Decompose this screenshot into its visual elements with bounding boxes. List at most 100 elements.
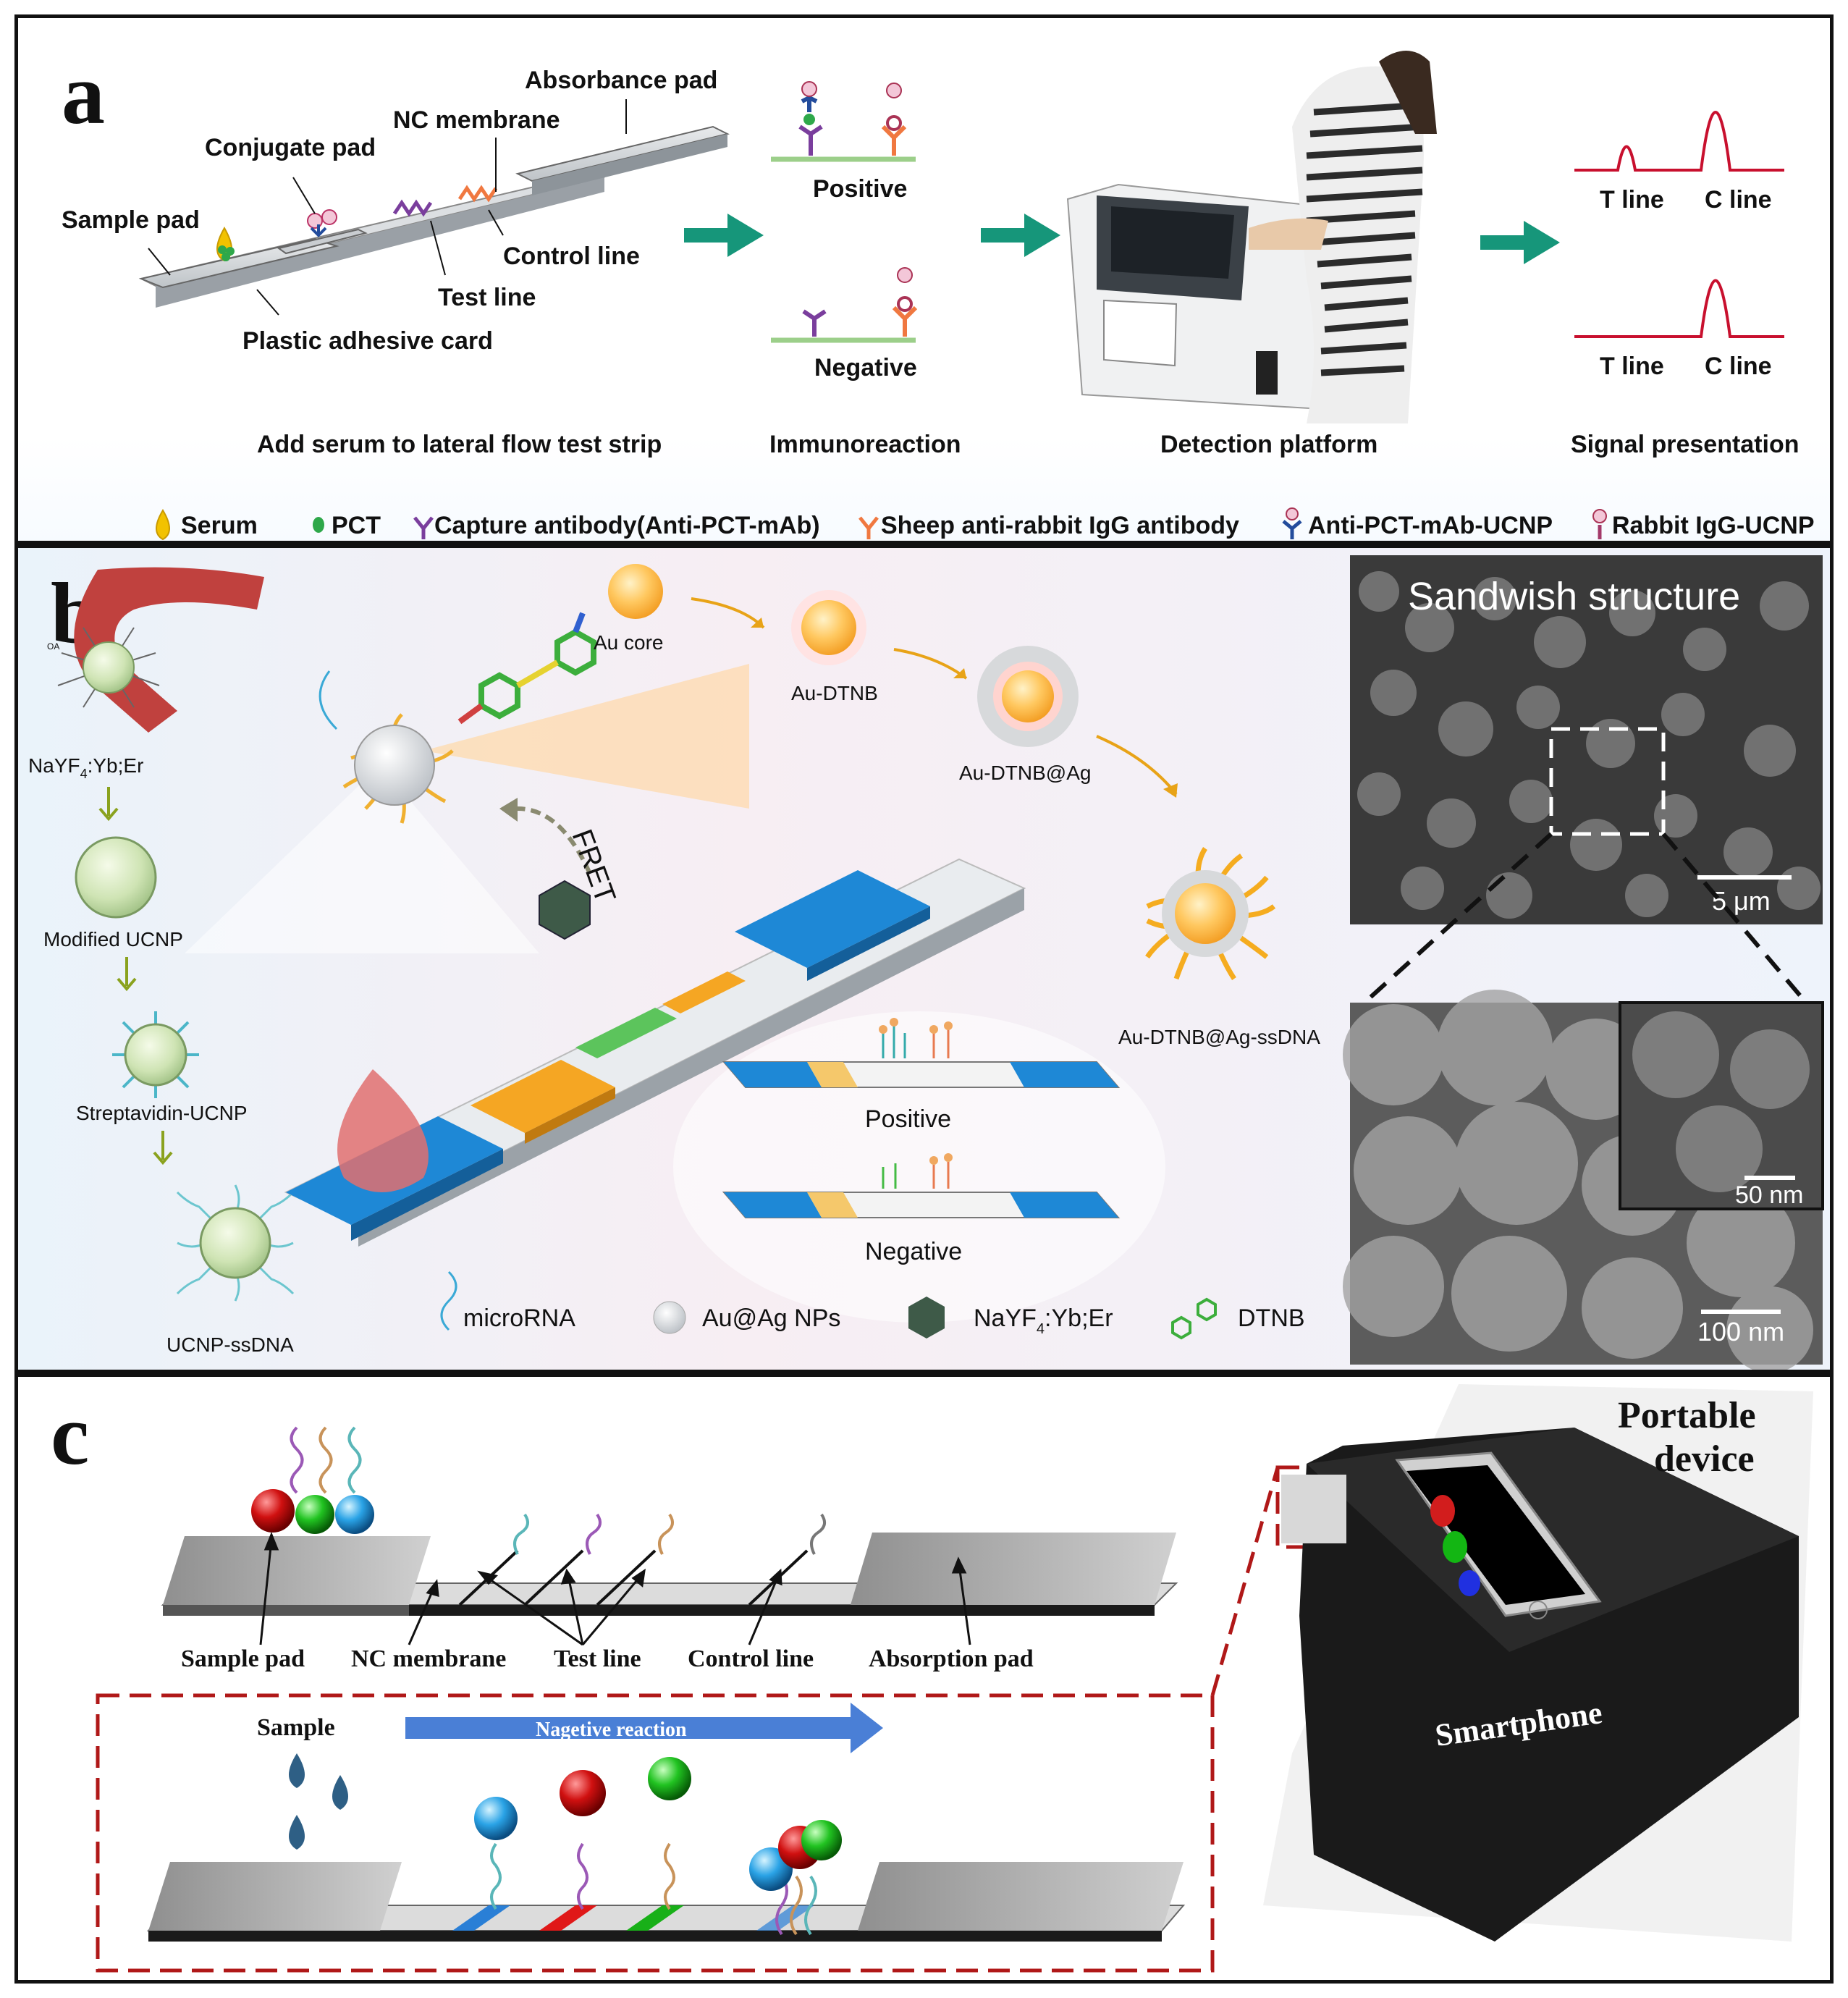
- positive-strip-inset: [722, 1018, 1121, 1088]
- positive-reaction-icon: [771, 81, 916, 162]
- legend-dtnb: DTNB: [1238, 1304, 1305, 1332]
- c-line-label-2: C line: [1705, 353, 1772, 380]
- signal-negative-plot: [1574, 279, 1784, 338]
- oa-label: OA: [47, 641, 59, 652]
- signal-positive-plot: [1574, 111, 1784, 172]
- sem-image-bottom: [1343, 990, 1824, 1370]
- capture-antibody-icon: [413, 516, 434, 539]
- strip-bottom: [146, 1862, 1186, 1942]
- c-label-absorption-pad: Absorption pad: [869, 1645, 1034, 1672]
- t-line-label-2: T line: [1600, 353, 1664, 380]
- panel-c-diagram: Sample pad NC membrane Test line Control…: [96, 1384, 1813, 1973]
- legend-anti-pct: Anti-PCT-mAb-UCNP: [1308, 512, 1553, 539]
- c-label-nc-membrane: NC membrane: [351, 1645, 506, 1672]
- modified-ucnp-label: Modified UCNP: [43, 928, 183, 950]
- microrna-icon: [440, 1270, 457, 1331]
- sample-label: Sample: [257, 1714, 335, 1741]
- sample-drops-icon: [289, 1753, 348, 1850]
- nayf4-particle-icon: [83, 641, 135, 694]
- ucnp-ssdna-icon: [199, 1207, 271, 1279]
- raman-cone: [423, 664, 749, 809]
- dtnb-legend-icon: [1171, 1297, 1217, 1340]
- step2-caption: Immunoreaction: [769, 431, 961, 458]
- panel-b-legend: microRNA Au@Ag NPs NaYF4:Yb;Er DTNB: [440, 1270, 1305, 1340]
- au-dtnb-ag-label: Au-DTNB@Ag: [959, 762, 1091, 784]
- c-label-sample-pad: Sample pad: [181, 1645, 305, 1672]
- au-dtnb-ag-ssdna-label: Au-DTNB@Ag-ssDNA: [1118, 1026, 1320, 1048]
- zoom-lines: [1362, 832, 1808, 1005]
- sem-title: Sandwish structure: [1408, 575, 1740, 618]
- label-conjugate-pad: Conjugate pad: [205, 134, 376, 161]
- reaction-arrow: [405, 1703, 883, 1753]
- lateral-flow-strip-3d: [284, 858, 1026, 1247]
- step4-caption: Signal presentation: [1571, 431, 1800, 458]
- step1-caption: Add serum to lateral flow test strip: [257, 431, 662, 458]
- auag-np-icon: [653, 1301, 686, 1334]
- negative-inset-label: Negative: [865, 1238, 962, 1265]
- blood-vessel-icon: [74, 567, 264, 733]
- zoom-box: [96, 1693, 1215, 1973]
- nayf4-hexagon-icon: [539, 880, 591, 940]
- positive-label: Positive: [813, 175, 907, 203]
- serum-legend-icon: [156, 509, 170, 541]
- legend-sheep: Sheep anti-rabbit IgG antibody: [881, 512, 1239, 539]
- legend-pct: PCT: [332, 512, 381, 539]
- c-label-control-line: Control line: [688, 1645, 814, 1672]
- sem-image-top: [1350, 555, 1823, 924]
- au-core-icon: [608, 564, 663, 619]
- nayf4-legend-icon: [908, 1297, 945, 1339]
- panel-letter-c: c: [51, 1386, 90, 1483]
- nayf4-label-main: NaYF4:Yb;Er: [28, 754, 143, 781]
- control-line-antibodies-icon: [457, 185, 498, 203]
- ucnp-probes-bottom: [474, 1757, 842, 1936]
- legend-microrna: microRNA: [463, 1304, 575, 1332]
- streptavidin-ucnp-label: Streptavidin-UCNP: [76, 1102, 248, 1124]
- ucnp-ssdna-label: UCNP-ssDNA: [166, 1333, 294, 1356]
- legend-auag: Au@Ag NPs: [702, 1304, 840, 1332]
- panel-a-legend: Serum PCT Capture antibody(Anti-PCT-mAb)…: [156, 507, 1815, 541]
- portable-label-2: device: [1654, 1438, 1755, 1480]
- scale-5um: 5 μm: [1712, 886, 1771, 916]
- negative-label: Negative: [814, 354, 917, 382]
- label-absorbance-pad: Absorbance pad: [525, 67, 717, 94]
- detection-device-icon: [1066, 183, 1322, 410]
- anti-pct-ucnp-icon: [1282, 520, 1302, 539]
- au-dtnb-label: Au-DTNB: [791, 682, 878, 704]
- t-line-label-1: T line: [1600, 186, 1664, 214]
- label-pointer-arrows: [259, 1531, 971, 1646]
- legend-capture: Capture antibody(Anti-PCT-mAb): [434, 512, 820, 539]
- test-line-antibodies-icon: [392, 199, 433, 217]
- c-line-label-1: C line: [1705, 186, 1772, 214]
- label-test-line: Test line: [438, 284, 536, 311]
- label-nc-membrane: NC membrane: [393, 106, 560, 134]
- step3-caption: Detection platform: [1160, 431, 1377, 458]
- conjugate-antibodies-icon: [307, 209, 337, 237]
- panel-b: b OA NaYF4:Yb;Er Modified UCNP: [14, 544, 1834, 1373]
- au-core-label: Au core: [594, 631, 664, 654]
- auag-nanoparticle-icon: [318, 670, 454, 824]
- c-label-test-line: Test line: [554, 1645, 641, 1672]
- legend-rabbit: Rabbit IgG-UCNP: [1612, 512, 1815, 539]
- au-dtnb-icon: [791, 590, 866, 665]
- panel-a: a: [14, 14, 1834, 544]
- au-dtnb-ag-icon: [977, 646, 1079, 747]
- panel-a-diagram: Absorbance pad NC membrane Conjugate pad…: [62, 51, 1815, 541]
- reaction-label: Nagetive reaction: [536, 1719, 687, 1741]
- modified-ucnp-icon: [75, 836, 157, 919]
- legend-serum: Serum: [181, 512, 258, 539]
- panel-letter-a: a: [62, 46, 105, 142]
- label-plastic-card: Plastic adhesive card: [242, 327, 493, 355]
- scale-50nm: 50 nm: [1735, 1181, 1804, 1209]
- streptavidin-ucnp-icon: [124, 1023, 187, 1087]
- panel-b-diagram: OA NaYF4:Yb;Er Modified UCNP Streptavidi…: [28, 555, 1824, 1370]
- scale-100nm: 100 nm: [1697, 1317, 1784, 1346]
- lateral-flow-strip: [138, 125, 730, 308]
- dtnb-molecule-icon: [457, 612, 596, 725]
- ucnp-probes-top: [251, 1426, 826, 1555]
- negative-strip-inset: [722, 1153, 1121, 1218]
- ucnp-synthesis-column: OA NaYF4:Yb;Er Modified UCNP Streptavidi…: [28, 627, 294, 1356]
- sample-drop-icon: [337, 1069, 429, 1192]
- au-dtnb-ag-ssdna-icon: [1145, 847, 1276, 980]
- sheep-antibody-icon: [858, 516, 879, 539]
- label-control-line: Control line: [503, 243, 640, 270]
